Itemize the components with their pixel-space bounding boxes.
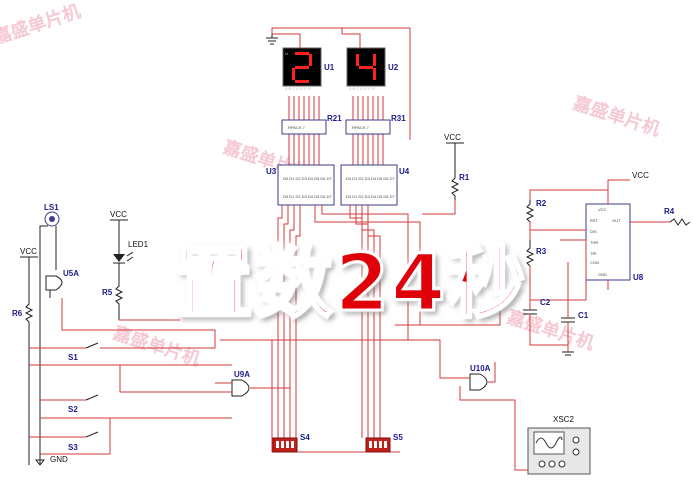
svg-text:VCC: VCC (598, 207, 607, 212)
s3-label: S3 (68, 443, 78, 452)
s2-label: S2 (68, 405, 78, 414)
svg-text:RPACK 7: RPACK 7 (352, 125, 370, 130)
oscilloscope-icon (527, 427, 591, 475)
r31-label: R31 (391, 114, 406, 123)
watermark-1: 嘉盛单片机 (0, 0, 83, 48)
u1-pin-labels: A B C D E F G (285, 86, 311, 91)
ground-icon (562, 351, 574, 356)
digit-tens (292, 52, 312, 83)
svg-text:GND: GND (598, 272, 607, 277)
rpack-r31: RPACK 7 R31 (345, 114, 406, 135)
dip-switch-icon (365, 437, 391, 453)
s5-label: S5 (393, 433, 403, 442)
u4-label: U4 (399, 167, 410, 176)
dip-switch-s4[interactable]: S4 (272, 433, 310, 453)
speaker-icon (44, 211, 60, 227)
dip-switch-icon (272, 437, 298, 453)
svg-text:D0 D1 D2 D3 D4 D5 D6 D7: D0 D1 D2 D3 D4 D5 D6 D7 (346, 194, 395, 199)
svg-text:OUT: OUT (612, 218, 621, 223)
u2-label: U2 (388, 63, 399, 72)
svg-text:DIS: DIS (590, 229, 597, 234)
xsc2-label: XSC2 (553, 415, 574, 424)
gate-u5a: U5A (45, 269, 79, 298)
digit-ones (356, 54, 376, 80)
svg-text:RST: RST (590, 218, 599, 223)
svg-text:TRI: TRI (590, 251, 596, 256)
r2-label: R2 (536, 199, 547, 208)
u8-label: U8 (633, 273, 644, 282)
switch-s1[interactable]: S1 (29, 342, 232, 366)
s4-label: S4 (300, 433, 310, 442)
led-icon (113, 251, 134, 264)
data-bus (220, 205, 421, 453)
svg-text:THR: THR (590, 240, 598, 245)
rpack-r21: RPACK 7 R21 (281, 114, 342, 135)
s1-label: S1 (68, 353, 78, 362)
svg-text:U: U (285, 51, 288, 56)
display-u1: U A B C D E F G U1 (282, 47, 335, 91)
led-branch: VCC LED1 R5 (102, 210, 180, 321)
overlay-title: 置数24秒 (173, 238, 528, 331)
r4-label: R4 (664, 207, 675, 216)
gnd-label: GND (50, 455, 68, 464)
svg-text:D0 D1 D2 D3 D4 D5 D6 D7: D0 D1 D2 D3 D4 D5 D6 D7 (283, 194, 332, 199)
vcc-label: VCC (444, 133, 461, 142)
u1-label: U1 (324, 63, 335, 72)
vcc-label: VCC (20, 247, 37, 256)
display-u2: A B C D E F G U2 (346, 47, 399, 91)
r1-label: R1 (459, 173, 470, 182)
cap-c1: C1 (561, 311, 589, 323)
gate-u9a: U9A (231, 370, 250, 397)
svg-text:D0 D1 D2 D3 D4 D5 D6 D7: D0 D1 D2 D3 D4 D5 D6 D7 (346, 176, 395, 181)
c1-label: C1 (578, 311, 589, 320)
oscilloscope-xsc2[interactable]: XSC2 (527, 415, 591, 475)
u2-pin-labels: A B C D E F G (349, 86, 375, 91)
dip-switch-s5[interactable]: S5 (365, 433, 403, 453)
ground-icon (266, 34, 278, 45)
speaker-branch: VCC R6 LS1 U5A (12, 203, 216, 465)
switch-s3[interactable]: S3 (29, 418, 111, 455)
resistor-r1: VCC R1 (422, 133, 470, 215)
r6-label: R6 (12, 309, 23, 318)
vcc-label: VCC (110, 210, 127, 219)
display-bus (288, 96, 384, 165)
ground-icon (34, 454, 46, 466)
switch-s2[interactable]: S2 (40, 394, 232, 419)
c2-label: C2 (540, 298, 551, 307)
u5a-label: U5A (63, 269, 79, 278)
svg-text:CON: CON (590, 260, 599, 265)
gate-u10a: U10A (469, 364, 491, 391)
vcc-label: VCC (632, 171, 649, 180)
watermark-2: 嘉盛单片机 (570, 92, 663, 140)
led1-label: LED1 (128, 240, 149, 249)
chip-u3: D0 D1 D2 D3 D4 D5 D6 D7 D0 D1 D2 D3 D4 D… (266, 164, 335, 206)
u10a-label: U10A (470, 364, 491, 373)
r21-label: R21 (327, 114, 342, 123)
ls1-label: LS1 (44, 203, 59, 212)
chip-u8: VCC RST DIS THR TRI CON GND OUT U8 (585, 203, 644, 282)
chip-u4: D0 D1 D2 D3 D4 D5 D6 D7 D0 D1 D2 D3 D4 D… (340, 164, 410, 206)
r3-label: R3 (536, 247, 547, 256)
u9a-label: U9A (234, 370, 250, 379)
svg-text:D0 D1 D2 D3 D4 D5 D6 D7: D0 D1 D2 D3 D4 D5 D6 D7 (283, 176, 332, 181)
u3-label: U3 (266, 167, 277, 176)
svg-text:RPACK 7: RPACK 7 (288, 125, 306, 130)
r5-label: R5 (102, 288, 113, 297)
